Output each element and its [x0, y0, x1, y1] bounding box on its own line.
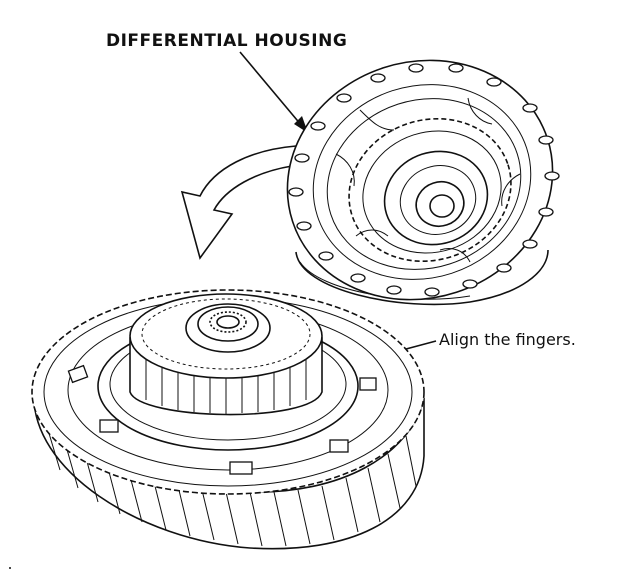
curved-placement-arrow	[180, 145, 297, 260]
corner-dot	[9, 567, 11, 569]
final-driven-gear	[31, 289, 425, 550]
align-fingers-label: Align the fingers.	[439, 330, 576, 349]
flange-bolt-holes	[288, 63, 560, 297]
differential-housing-label: DIFFERENTIAL HOUSING	[106, 31, 348, 51]
helical-teeth	[47, 429, 417, 547]
housing-leader-arrow	[239, 51, 308, 133]
differential-housing	[286, 59, 560, 306]
